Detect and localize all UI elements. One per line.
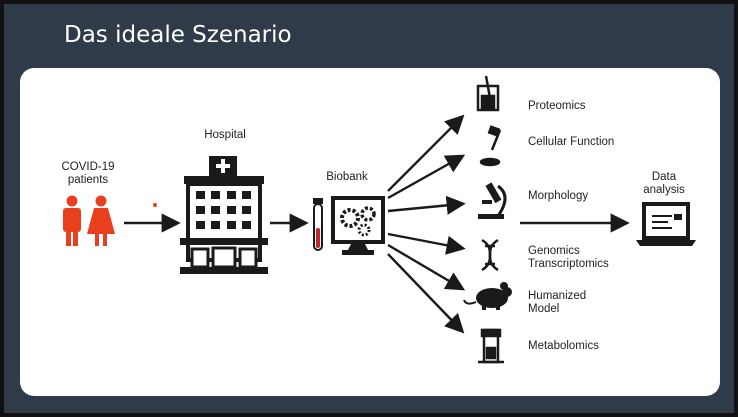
- patients-label: COVID-19 patients: [61, 161, 115, 186]
- biobank-icon: [313, 196, 385, 255]
- slide: Das ideale Szenario: [4, 4, 734, 413]
- proteomics-icon: [476, 75, 500, 112]
- morphology-label: Morphology: [528, 190, 589, 202]
- diagram-panel: COVID-19 patients Hospital Biobank Prote…: [20, 68, 720, 396]
- hospital-icon: [180, 156, 268, 274]
- patients-icon: [63, 195, 115, 246]
- laptop-icon: [636, 202, 696, 246]
- flow-arrows: [124, 114, 630, 334]
- slide-title: Das ideale Szenario: [64, 22, 292, 48]
- hospital-label: Hospital: [204, 129, 246, 141]
- mouse-icon: [463, 282, 512, 310]
- data-analysis-label: Data analysis: [643, 171, 685, 196]
- humanized-model-label: Humanized Model: [528, 290, 587, 315]
- metabolomics-icon: [478, 328, 504, 364]
- microscope-icon: [478, 182, 507, 219]
- cellular-function-icon: [479, 125, 502, 167]
- biobank-label: Biobank: [326, 171, 368, 183]
- diagram-canvas: [63, 75, 696, 364]
- proteomics-label: Proteomics: [528, 100, 586, 112]
- genomics-label: Genomics Transcriptomics: [528, 245, 609, 270]
- metabolomics-label: Metabolomics: [528, 340, 599, 352]
- pointer-dot: [153, 203, 157, 207]
- dna-icon: [481, 238, 499, 272]
- cellular-function-label: Cellular Function: [528, 136, 615, 148]
